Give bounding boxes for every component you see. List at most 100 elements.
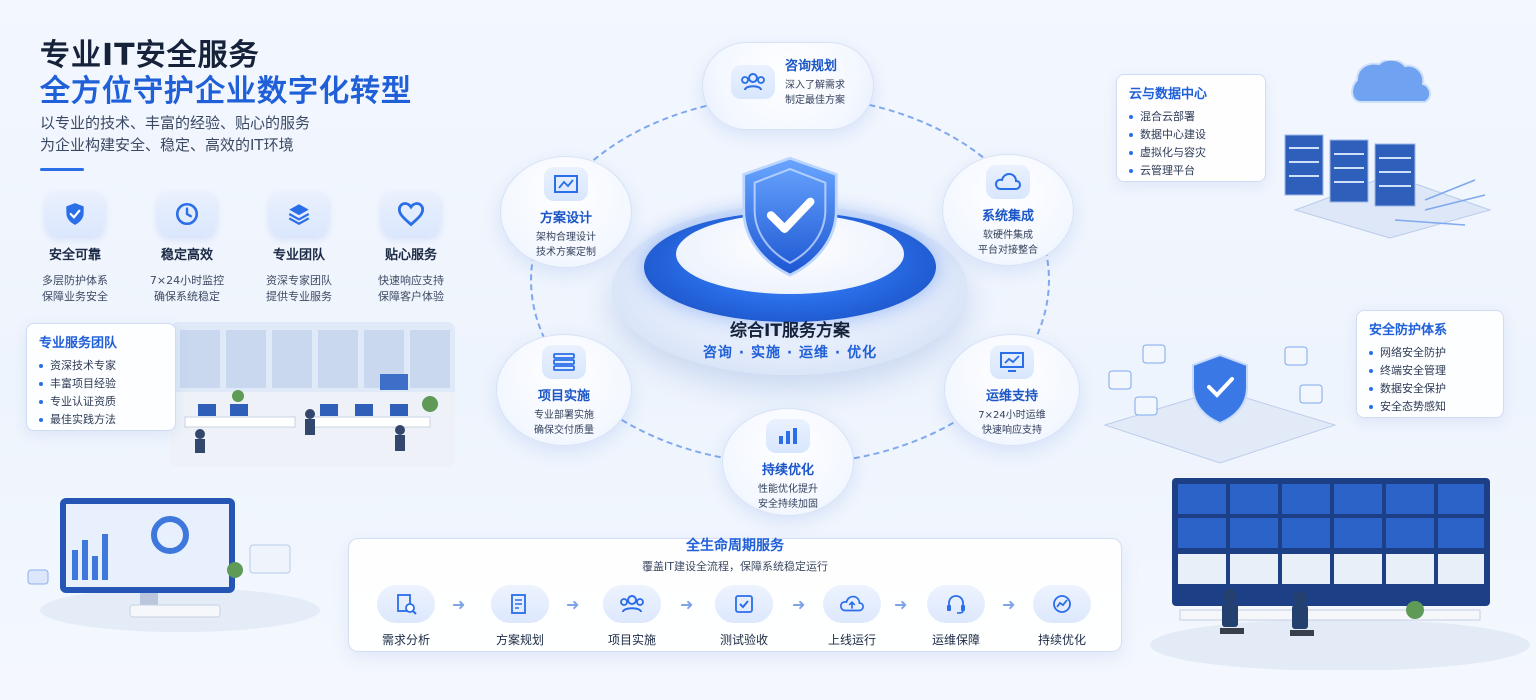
feature-title: 专业团队 [272, 248, 325, 263]
node-desc-line: 深入了解需求 [785, 80, 845, 91]
list-item: 混合云部署 [1129, 108, 1253, 126]
node-integration: 系统集成 软硬件集成 平台对接整合 [942, 154, 1074, 266]
node-desc-line: 性能优化提升 [758, 484, 818, 495]
node-title: 项目实施 [537, 389, 590, 404]
node-desc-line: 架构合理设计 [536, 232, 596, 243]
card-list: 网络安全防护 终端安全管理 数据安全保护 安全态势感知 [1369, 344, 1491, 416]
feature-title: 贴心服务 [384, 248, 437, 263]
node-desc-line: 快速响应支持 [982, 425, 1042, 436]
lifecycle-title: 全生命周期服务 [686, 538, 784, 554]
page-title: 专业IT安全服务 [40, 38, 260, 73]
node-design: 方案设计 架构合理设计 技术方案定制 [500, 156, 632, 268]
node-desc-line: 安全持续加固 [758, 499, 818, 510]
lifecycle-step: 运维保障 [910, 585, 1002, 648]
bar-chart-icon [766, 419, 810, 453]
feature-desc-line: 7×24小时监控 [149, 274, 225, 287]
node-consult: 咨询规划 深入了解需求 制定最佳方案 [702, 42, 874, 130]
feature-desc-line: 多层防护体系 [42, 274, 108, 287]
list-item: 安全态势感知 [1369, 398, 1491, 416]
team-info-card: 专业服务团队 资深技术专家 丰富项目经验 专业认证资质 最佳实践方法 [26, 323, 176, 431]
step-arrow-icon: ➜ [894, 595, 908, 614]
list-item: 资深技术专家 [39, 357, 163, 375]
lifecycle-description: 覆盖IT建设全流程，保障系统稳定运行 [642, 560, 828, 573]
hub-subtitle: 咨询 · 实施 · 运维 · 优化 [702, 345, 878, 361]
feature-desc-line: 保障客户体验 [378, 290, 444, 303]
node-desc: 深入了解需求 制定最佳方案 [785, 78, 845, 108]
node-desc: 性能优化提升 安全持续加固 [723, 482, 853, 512]
card-title: 安全防护体系 [1369, 323, 1448, 338]
lifecycle-step: 持续优化 [1016, 585, 1108, 648]
description-line-1: 以专业的技术、丰富的经验、贴心的服务 [40, 114, 311, 132]
security-shield-illustration [1095, 335, 1345, 470]
card-list: 混合云部署 数据中心建设 虚拟化与容灾 云管理平台 [1129, 108, 1253, 180]
feature-desc-line: 提供专业服务 [266, 290, 332, 303]
node-desc-line: 专业部署实施 [534, 410, 594, 421]
blueprint-icon [544, 167, 588, 201]
node-optimize: 持续优化 性能优化提升 安全持续加固 [722, 408, 854, 516]
cloud-info-card: 云与数据中心 混合云部署 数据中心建设 虚拟化与容灾 云管理平台 [1116, 74, 1266, 182]
step-arrow-icon: ➜ [1002, 595, 1016, 614]
feature-desc-line: 确保系统稳定 [154, 290, 220, 303]
step-label: 上线运行 [827, 633, 876, 647]
clock-icon [158, 192, 216, 236]
card-title: 专业服务团队 [39, 336, 118, 351]
feature-desc: 多层防护体系 保障业务安全 [20, 273, 130, 305]
node-title: 咨询规划 [785, 59, 838, 74]
heart-icon [382, 192, 440, 236]
feature-desc: 7×24小时监控 确保系统稳定 [132, 273, 242, 305]
card-list: 资深技术专家 丰富项目经验 专业认证资质 最佳实践方法 [39, 357, 163, 429]
feature-desc-line: 保障业务安全 [42, 290, 108, 303]
cloud-icon [986, 165, 1030, 199]
users-icon [731, 64, 775, 99]
page-description: 以专业的技术、丰富的经验、贴心的服务 为企业构建安全、稳定、高效的IT环境 [40, 112, 310, 156]
lifecycle-step: 上线运行 [806, 585, 898, 648]
cloud-upload-icon [823, 585, 881, 623]
central-shield-icon [722, 150, 858, 286]
node-desc: 架构合理设计 技术方案定制 [501, 230, 631, 260]
step-label: 持续优化 [1037, 633, 1086, 647]
step-label: 方案规划 [495, 633, 544, 647]
node-title: 运维支持 [985, 389, 1038, 404]
hub-title: 综合IT服务方案 [730, 321, 850, 341]
step-label: 项目实施 [607, 633, 656, 647]
lifecycle-step: 方案规划 [474, 585, 566, 648]
node-title: 方案设计 [539, 211, 592, 226]
lifecycle-step: 需求分析 [360, 585, 452, 648]
step-label: 测试验收 [719, 633, 768, 647]
lifecycle-step: 测试验收 [698, 585, 790, 648]
feature-team: 专业团队 资深专家团队 提供专业服务 [244, 192, 354, 305]
monitor-chart-icon [990, 345, 1034, 379]
security-info-card: 安全防护体系 网络安全防护 终端安全管理 数据安全保护 安全态势感知 [1356, 310, 1504, 418]
operations-center-illustration [1150, 470, 1530, 671]
feature-desc: 快速响应支持 保障客户体验 [356, 273, 466, 305]
feature-desc-line: 快速响应支持 [378, 274, 444, 287]
list-item: 虚拟化与容灾 [1129, 144, 1253, 162]
node-desc: 7×24小时运维 快速响应支持 [945, 408, 1079, 438]
step-arrow-icon: ➜ [566, 595, 580, 614]
node-desc-line: 7×24小时运维 [978, 410, 1046, 421]
headset-icon [927, 585, 985, 623]
list-item: 丰富项目经验 [39, 375, 163, 393]
step-arrow-icon: ➜ [792, 595, 806, 614]
list-item: 最佳实践方法 [39, 411, 163, 429]
node-desc-line: 制定最佳方案 [785, 95, 845, 106]
node-desc-line: 确保交付质量 [534, 425, 594, 436]
feature-title: 稳定高效 [160, 248, 213, 263]
list-item: 数据安全保护 [1369, 380, 1491, 398]
stack-icon [542, 345, 586, 379]
shield-check-icon [46, 192, 104, 236]
list-item: 网络安全防护 [1369, 344, 1491, 362]
step-arrow-icon: ➜ [452, 595, 466, 614]
step-arrow-icon: ➜ [680, 595, 694, 614]
feature-secure: 安全可靠 多层防护体系 保障业务安全 [20, 192, 130, 305]
feature-desc: 资深专家团队 提供专业服务 [244, 273, 354, 305]
node-title: 系统集成 [981, 209, 1034, 224]
node-desc: 专业部署实施 确保交付质量 [497, 408, 631, 438]
page-subtitle: 全方位守护企业数字化转型 [40, 74, 412, 109]
node-implement: 项目实施 专业部署实施 确保交付质量 [496, 334, 632, 446]
step-label: 需求分析 [381, 633, 430, 647]
feature-service: 贴心服务 快速响应支持 保障客户体验 [356, 192, 466, 305]
lifecycle-step: 项目实施 [586, 585, 678, 648]
feature-desc-line: 资深专家团队 [266, 274, 332, 287]
list-item: 专业认证资质 [39, 393, 163, 411]
